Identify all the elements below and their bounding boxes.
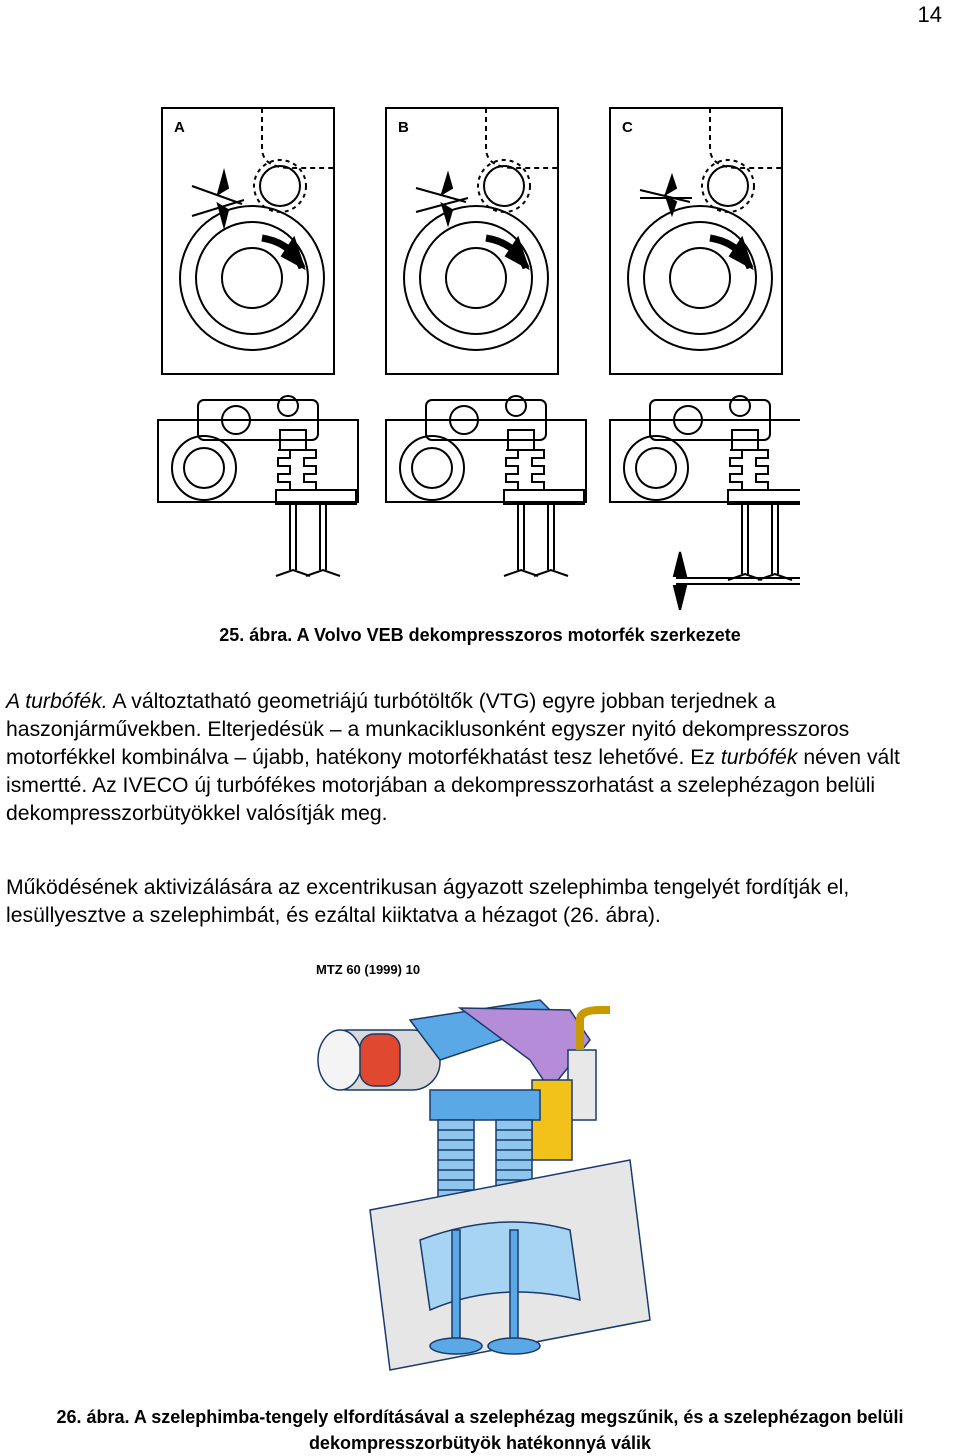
term-turbofek: turbófék xyxy=(720,746,798,769)
page-number: 14 xyxy=(917,2,942,27)
figure-volvo-veb: A B C xyxy=(157,107,800,610)
panel-label-c: C xyxy=(622,119,633,136)
valvetrain-b xyxy=(385,395,587,577)
figure2-source-label: MTZ 60 (1999) 10 xyxy=(316,962,421,977)
valvetrain-c xyxy=(609,395,800,610)
figure1-caption: 25. ábra. A Volvo VEB dekompresszoros mo… xyxy=(219,625,741,645)
lead-term: A turbófék. xyxy=(6,690,108,713)
valvetrain-a xyxy=(157,395,359,577)
paragraph1-part1: A változtatható geometriájú turbótöltők … xyxy=(6,690,850,769)
paragraph2-text: Működésének aktivizálására az excentriku… xyxy=(6,876,850,927)
paragraph1-part2: néven vált ismertté. Az IVECO új turbófé… xyxy=(6,746,900,825)
panel-label-b: B xyxy=(398,119,409,136)
panel-a xyxy=(161,107,335,375)
panel-label-a: A xyxy=(174,119,185,136)
panel-c xyxy=(609,107,783,375)
panel-b xyxy=(385,107,559,375)
paragraph-activation: Működésének aktivizálására az excentriku… xyxy=(6,874,954,930)
figure2-caption: 26. ábra. A szelephimba-tengely elfordít… xyxy=(56,1407,904,1453)
figure-iveco-rocker xyxy=(317,999,651,1371)
paragraph-turbobrake: A turbófék. A változtatható geometriájú … xyxy=(6,688,954,828)
